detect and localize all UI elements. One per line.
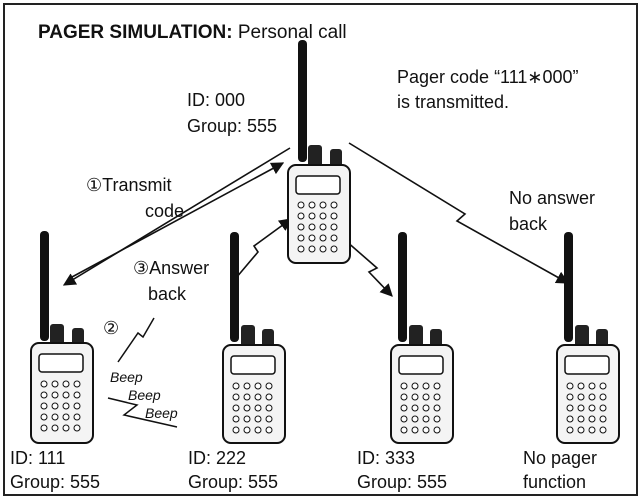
- title-rest: Personal call: [232, 22, 347, 43]
- no-answer-label: No answer: [509, 188, 596, 208]
- signal-no-answer: [348, 142, 570, 284]
- diagram-frame: [3, 3, 638, 496]
- receiver-nopager-line2: function: [523, 472, 587, 492]
- caller-id-label: ID: 000: [187, 90, 246, 110]
- step-answer-label: ③Answer: [133, 258, 210, 278]
- caller-group-label: Group: 555: [187, 116, 278, 136]
- step-transmit-label: ①Transmit: [86, 175, 172, 195]
- beep-signal-lower: [107, 397, 178, 428]
- no-answer-label-2: back: [509, 214, 548, 234]
- step-transmit-label-2: code: [145, 201, 185, 221]
- receiver-111-id: ID: 111: [10, 448, 66, 468]
- step-beep-marker: ②: [103, 318, 120, 338]
- beep-text-3: Beep: [145, 405, 178, 421]
- signal-to-222: [235, 218, 293, 279]
- beep-text-2: Beep: [128, 387, 161, 403]
- radio-receiver-333: [390, 232, 454, 444]
- pager-code-note-line2: is transmitted.: [397, 92, 510, 112]
- receiver-222-id: ID: 222: [188, 448, 247, 468]
- radio-receiver-no-pager: [556, 232, 620, 444]
- radio-receiver-111: [30, 231, 94, 444]
- receiver-nopager-line1: No pager: [523, 448, 598, 468]
- title-bold: PAGER SIMULATION:: [38, 22, 233, 43]
- beep-signal-upper: [117, 317, 155, 363]
- radio-receiver-222: [222, 232, 286, 444]
- signal-to-333: [329, 226, 393, 297]
- receiver-333-group: Group: 555: [357, 472, 448, 492]
- receiver-111-group: Group: 555: [10, 472, 101, 492]
- receiver-333-id: ID: 333: [357, 448, 416, 468]
- transmit-arrow-to-receiver: [62, 147, 291, 286]
- receiver-222-group: Group: 555: [188, 472, 279, 492]
- diagram-title: PAGER SIMULATION: Personal call: [38, 21, 347, 45]
- radio-caller-000: [287, 40, 351, 264]
- step-answer-label-2: back: [148, 284, 187, 304]
- pager-code-note-line1: Pager code “111∗000”: [397, 67, 579, 87]
- beep-text-1: Beep: [110, 369, 143, 385]
